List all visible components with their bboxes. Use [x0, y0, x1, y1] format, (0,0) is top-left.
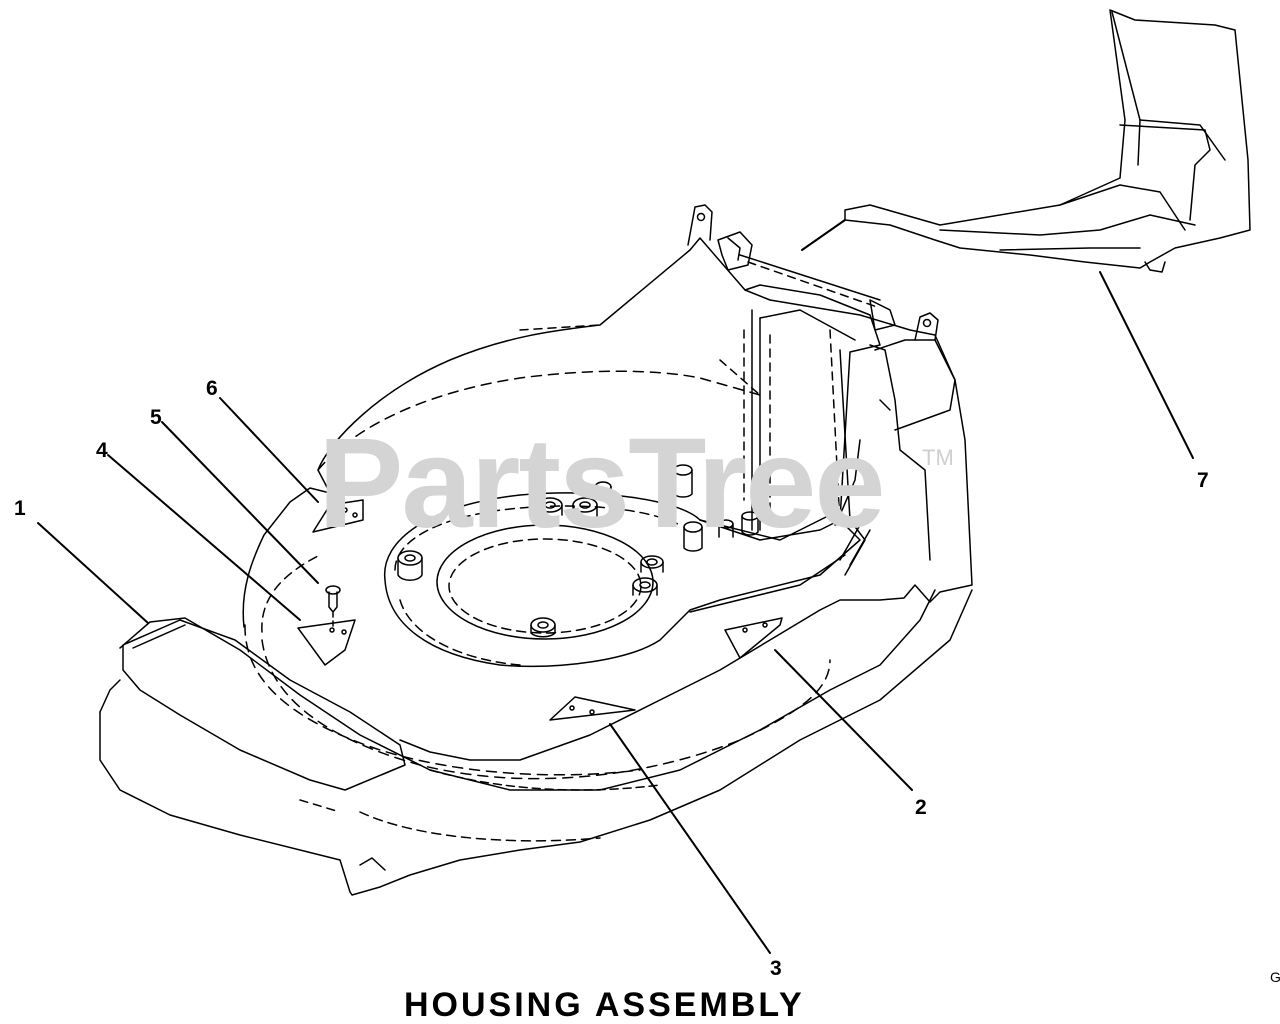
part-5-rivet	[325, 585, 341, 629]
discharge-chute-opening	[687, 204, 956, 566]
part-7-deflector	[844, 9, 1251, 273]
callout-5: 5	[150, 406, 162, 429]
leader-lines	[37, 219, 1194, 954]
callout-6: 6	[206, 377, 218, 400]
watermark-trademark: TM	[922, 445, 954, 470]
housing-assembly-drawing	[37, 9, 1251, 954]
callout-3: 3	[770, 957, 782, 980]
watermark-brand: PartsTree	[318, 412, 885, 555]
diagram-title: HOUSING ASSEMBLY	[404, 986, 805, 1024]
part-1-front-plate	[122, 619, 406, 791]
blade-well	[384, 439, 866, 668]
boss-group	[397, 464, 759, 638]
deck-housing	[99, 237, 973, 896]
callout-1: 1	[14, 497, 26, 520]
callout-7: 7	[1197, 469, 1209, 492]
callout-4: 4	[96, 439, 108, 462]
deck-plates	[297, 499, 783, 721]
corner-code: G	[1270, 969, 1280, 985]
parts-diagram: PartsTree TM 1 4 5 6 7 2 3 HOUSING ASSEM…	[14, 9, 1280, 1022]
callout-2: 2	[915, 796, 927, 819]
